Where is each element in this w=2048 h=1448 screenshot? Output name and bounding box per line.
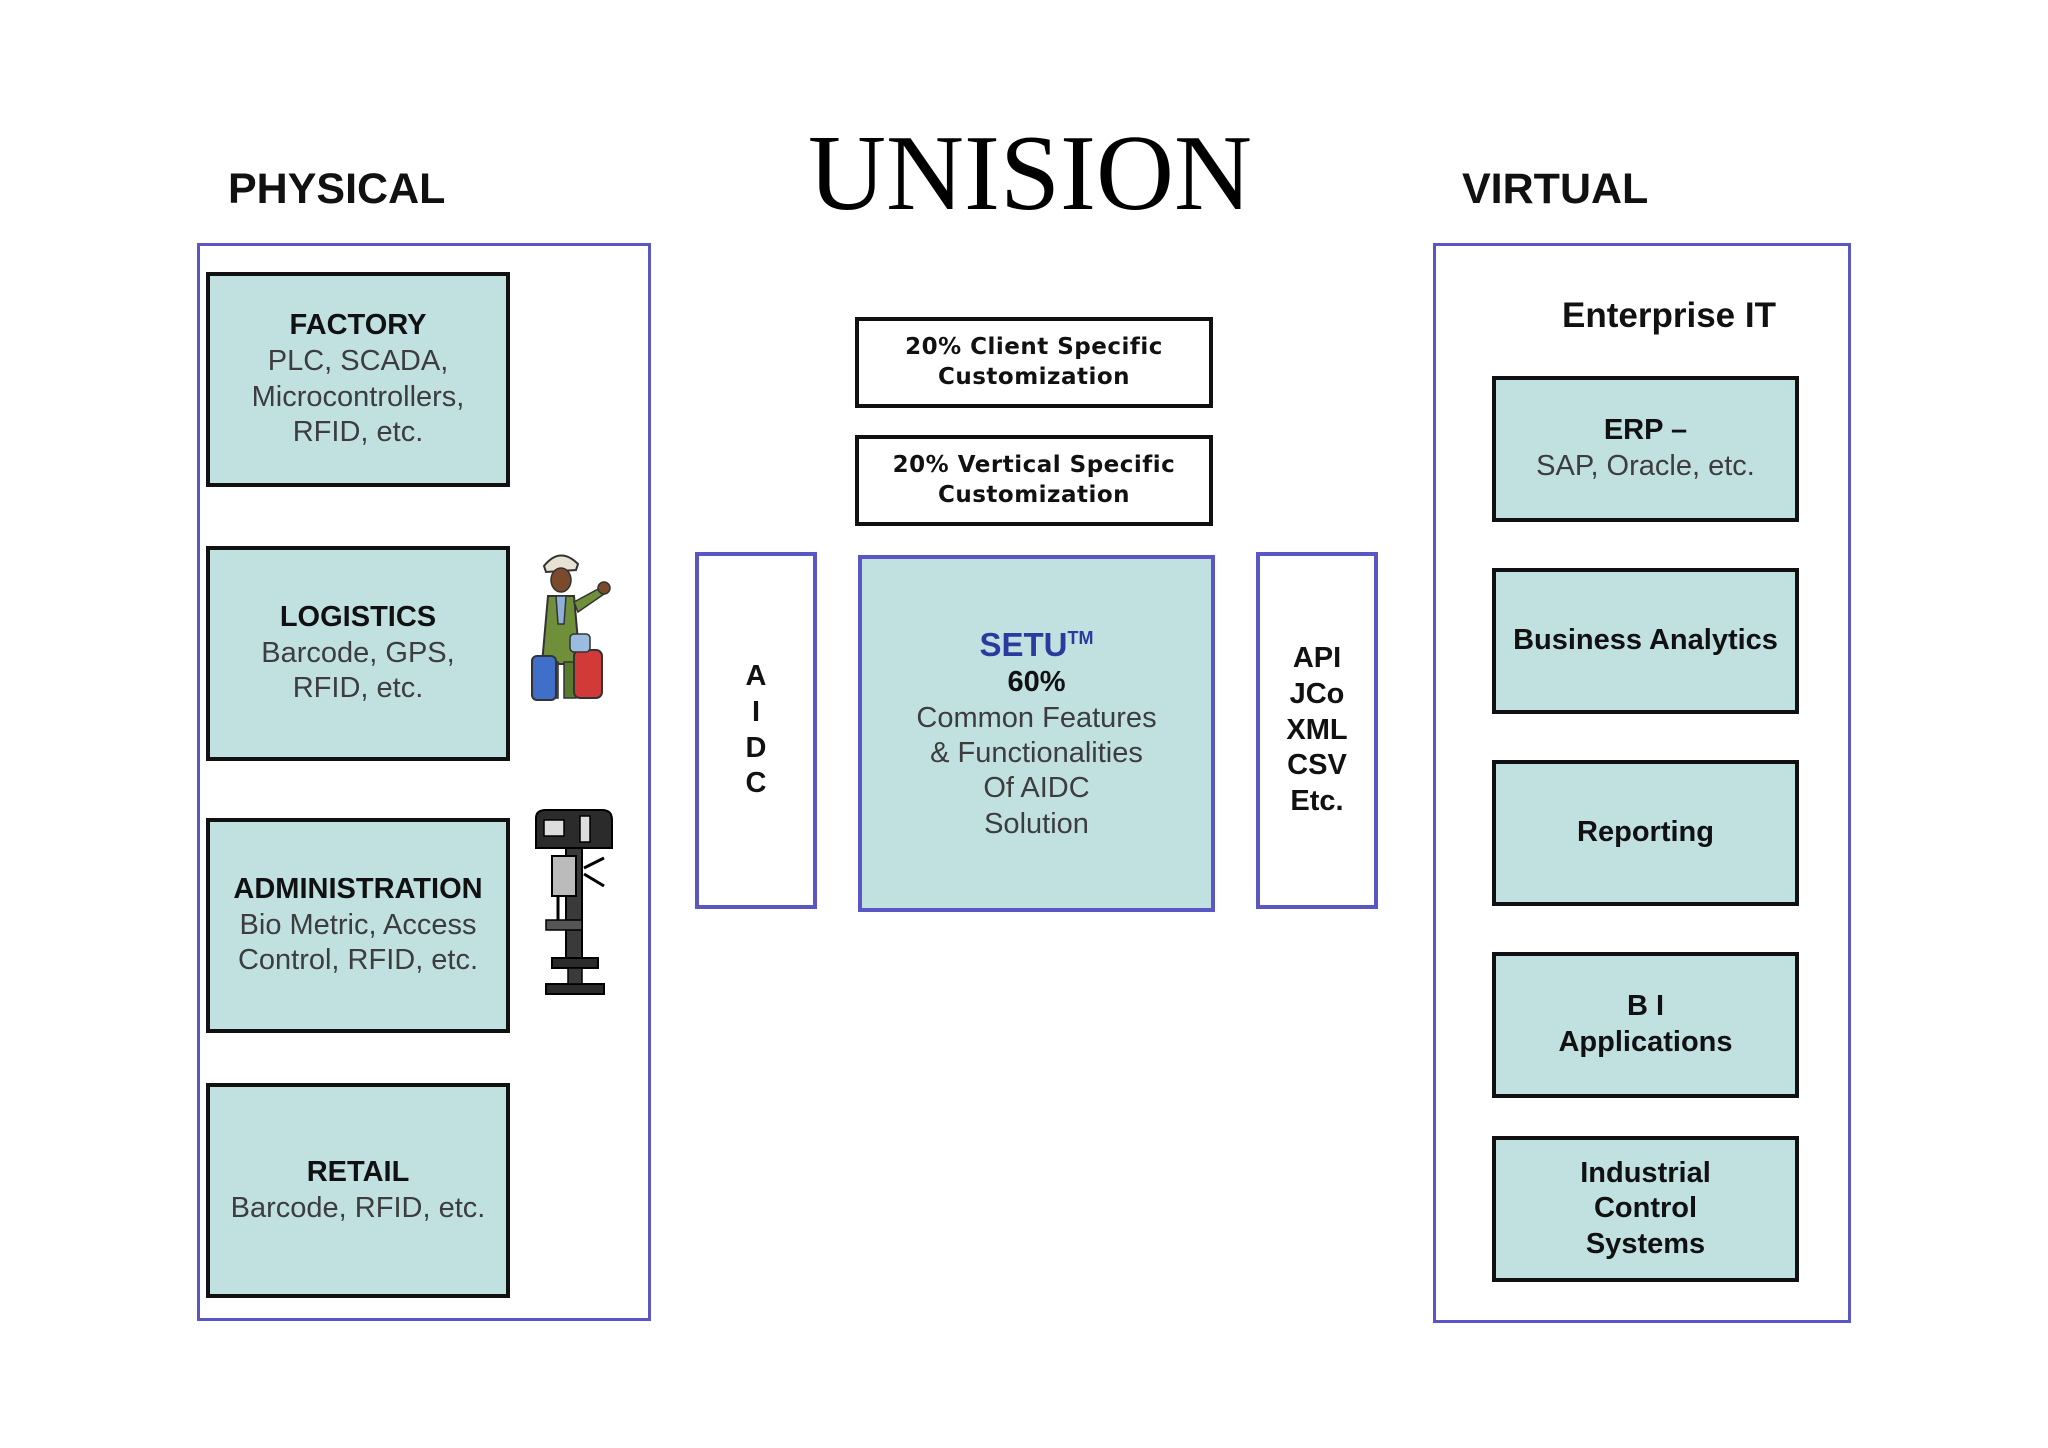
vertical-specific-box: 20% Vertical Specific Customization [855,435,1213,526]
administration-tile: ADMINISTRATION Bio Metric, Access Contro… [206,818,510,1033]
api-formats-bar: API JCo XML CSV Etc. [1256,552,1378,909]
vertical-specific-line2: Customization [937,481,1131,508]
logistics-line: RFID, etc. [292,672,424,705]
bi-applications-tile: B I Applications [1492,952,1799,1098]
retail-tile: RETAIL Barcode, RFID, etc. [206,1083,510,1298]
factory-line: PLC, SCADA, [267,344,449,377]
logistics-tile: LOGISTICS Barcode, GPS, RFID, etc. [206,546,510,761]
setu-brand: SETUTM [979,625,1093,665]
setu-trademark: TM [1067,627,1094,648]
erp-tile: ERP – SAP, Oracle, etc. [1492,376,1799,522]
setu-core-box: SETUTM 60% Common Features & Functionali… [858,555,1215,912]
page-title: UNISION [808,114,1252,233]
reporting-label: Reporting [1577,816,1714,849]
setu-percent: 60% [1007,666,1066,699]
bi-line: Applications [1558,1026,1733,1058]
setu-line: Of AIDC [983,772,1090,805]
retail-head: RETAIL [306,1155,410,1188]
industrial-control-tile: Industrial Control Systems [1492,1136,1799,1282]
api-line: API [1292,641,1342,674]
erp-sub: SAP, Oracle, etc. [1536,450,1755,482]
logistics-line: Barcode, GPS, [261,636,455,669]
ics-line: Control [1593,1192,1698,1225]
administration-line: Bio Metric, Access [239,908,477,941]
virtual-label: VIRTUAL [1462,165,1649,213]
aidc-letter: D [745,731,767,764]
aidc-letter: A [745,659,767,692]
factory-tile: FACTORY PLC, SCADA, Microcontrollers, RF… [206,272,510,487]
worker-with-bags-icon [531,554,611,701]
business-analytics-label: Business Analytics [1513,624,1778,657]
setu-line: Solution [984,807,1089,840]
setu-brand-text: SETU [979,625,1068,663]
aidc-letter: C [745,767,767,800]
api-line: Etc. [1290,785,1344,818]
factory-head: FACTORY [289,309,427,342]
drill-press-icon [535,809,613,995]
api-line: JCo [1289,677,1345,710]
client-specific-line1: 20% Client Specific [905,333,1163,360]
physical-label: PHYSICAL [228,165,446,213]
factory-line: RFID, etc. [292,416,424,449]
erp-head: ERP – [1603,414,1688,447]
vertical-specific-line1: 20% Vertical Specific [892,451,1176,478]
factory-line: Microcontrollers, [251,380,465,413]
logistics-head: LOGISTICS [279,601,437,634]
bi-line: B I [1626,990,1665,1023]
api-line: XML [1286,713,1348,746]
administration-head: ADMINISTRATION [233,873,483,906]
aidc-bar: A I D C [695,552,817,909]
retail-line: Barcode, RFID, etc. [230,1191,486,1224]
setu-line: Common Features [916,701,1157,734]
client-specific-box: 20% Client Specific Customization [855,317,1213,408]
setu-line: & Functionalities [930,736,1143,769]
aidc-letter: I [751,695,761,728]
client-specific-line2: Customization [937,363,1131,390]
ics-line: Industrial [1580,1156,1711,1189]
enterprise-it-heading: Enterprise IT [1562,296,1776,335]
reporting-tile: Reporting [1492,760,1799,906]
api-line: CSV [1287,749,1347,782]
administration-line: Control, RFID, etc. [237,944,479,977]
ics-line: Systems [1585,1227,1706,1260]
business-analytics-tile: Business Analytics [1492,568,1799,714]
